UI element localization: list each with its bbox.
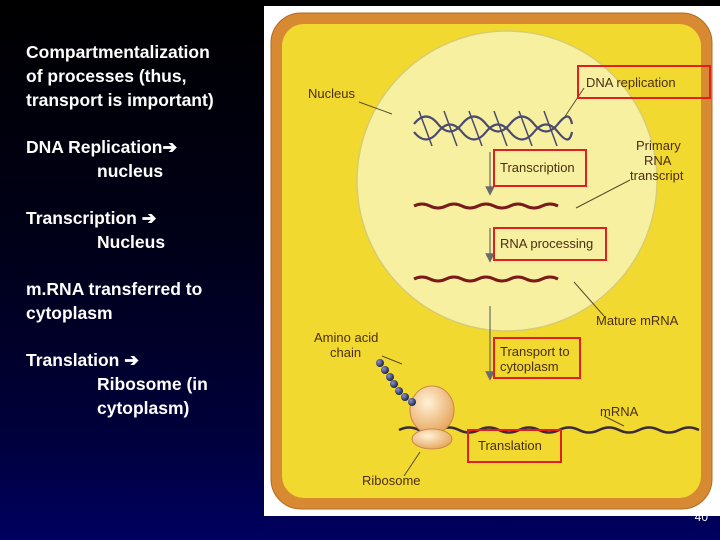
bullet-text: DNA Replication	[26, 137, 163, 157]
label-nucleus: Nucleus	[308, 86, 355, 101]
bullet-line: m.RNA transferred to	[26, 279, 203, 299]
label-amino-acid-chain: chain	[330, 345, 361, 360]
highlight-boxes	[467, 65, 711, 463]
label-dna-replication: DNA replication	[586, 75, 676, 90]
cell-diagram-svg: Nucleus DNA replication Transcription Pr…	[270, 12, 713, 510]
label-mature-mrna: Mature mRNA	[596, 313, 679, 328]
label-transport: Transport to	[500, 344, 570, 359]
bullet-text: Nucleus	[97, 232, 166, 252]
mature-rna-strand	[413, 275, 559, 283]
bullet-line: transport is important)	[26, 90, 214, 110]
bullet-text: Ribosome (in	[97, 374, 208, 394]
bullet-line: Compartmentalization	[26, 42, 210, 62]
bullet-text: nucleus	[97, 161, 164, 181]
arrow-right-icon: ➔	[124, 350, 139, 370]
arrow-right-icon: ➔	[141, 208, 157, 228]
label-primary-rna: Primary	[636, 138, 681, 153]
mrna-strand	[398, 426, 700, 434]
ribosome-small-subunit	[411, 428, 453, 450]
bullet-text: Translation	[26, 350, 125, 370]
label-transport: cytoplasm	[500, 359, 559, 374]
label-primary-rna: transcript	[630, 168, 684, 183]
amino-acid-chain	[376, 359, 416, 406]
nucleus	[356, 30, 658, 332]
leader-lines	[358, 87, 631, 477]
label-rna-processing: RNA processing	[500, 236, 593, 251]
bullet-line: of processes (thus,	[26, 66, 187, 86]
label-translation: Translation	[478, 438, 542, 453]
bullet-mrna-transfer: m.RNA transferred to cytoplasm	[26, 277, 261, 325]
arrow-right-icon: ➔	[162, 137, 178, 157]
bullet-transcription: Transcription ➔ Nucleus	[26, 206, 261, 254]
dna-helix	[413, 110, 574, 147]
page-number: 40	[694, 510, 708, 524]
label-amino-acid-chain: Amino acid	[314, 330, 378, 345]
bullet-dna-replication: DNA Replication➔ nucleus	[26, 135, 261, 183]
label-ribosome: Ribosome	[362, 473, 421, 488]
bullet-text: Transcription	[26, 208, 142, 228]
cell-diagram: Nucleus DNA replication Transcription Pr…	[264, 6, 720, 516]
bullet-translation: Translation ➔ Ribosome (in cytoplasm)	[26, 348, 261, 420]
label-primary-rna: RNA	[644, 153, 672, 168]
primary-rna-strand	[413, 202, 559, 210]
slide-text: Compartmentalization of processes (thus,…	[26, 40, 261, 443]
bullet-text: cytoplasm)	[97, 398, 190, 418]
bullet-line: cytoplasm	[26, 303, 113, 323]
ribosome-large-subunit	[409, 385, 455, 435]
bullet-compartmentalization: Compartmentalization of processes (thus,…	[26, 40, 261, 112]
label-transcription: Transcription	[500, 160, 575, 175]
label-mrna: mRNA	[600, 404, 639, 419]
